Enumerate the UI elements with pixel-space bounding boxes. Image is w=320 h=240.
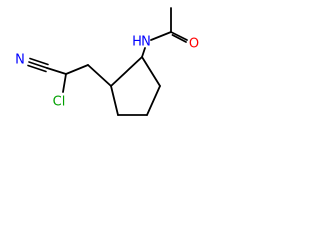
nitrile-nitrogen-label: N bbox=[15, 53, 25, 68]
carbonyl-double-bond-b bbox=[171, 34, 187, 43]
ring-bond-1 bbox=[141, 56, 161, 87]
nitrile-triple-bond-1 bbox=[28, 61, 48, 69]
chemical-structure: N H O N Cl bbox=[15, 7, 199, 116]
chiral-carbon-to-chlorine-bond bbox=[62, 73, 67, 93]
cyclopentane-ring bbox=[110, 56, 161, 116]
nitrile-triple-bond-2 bbox=[29, 57, 49, 66]
nitrile-triple-bond-3 bbox=[27, 64, 47, 73]
ring-to-nitrogen-bond bbox=[141, 47, 146, 58]
nitrogen-to-carbonyl-bond bbox=[150, 31, 172, 41]
amide-hydrogen-label: H bbox=[132, 35, 142, 50]
carbonyl-double-bond-a bbox=[170, 31, 188, 41]
ring-bond-2 bbox=[146, 85, 161, 116]
ring-bond-5 bbox=[110, 56, 143, 87]
side-chain bbox=[27, 57, 112, 93]
amide-nitrogen-label: N bbox=[141, 35, 151, 50]
ring-to-methylene-bond bbox=[87, 64, 112, 87]
ring-bond-4 bbox=[110, 85, 119, 116]
acetamide-group bbox=[141, 7, 188, 58]
methylene-to-chiral-carbon-bond bbox=[65, 64, 89, 75]
chlorine-label: Cl bbox=[53, 95, 66, 110]
carbonyl-oxygen-label: O bbox=[189, 37, 199, 52]
chiral-carbon-to-nitrile-carbon-bond bbox=[46, 67, 67, 75]
